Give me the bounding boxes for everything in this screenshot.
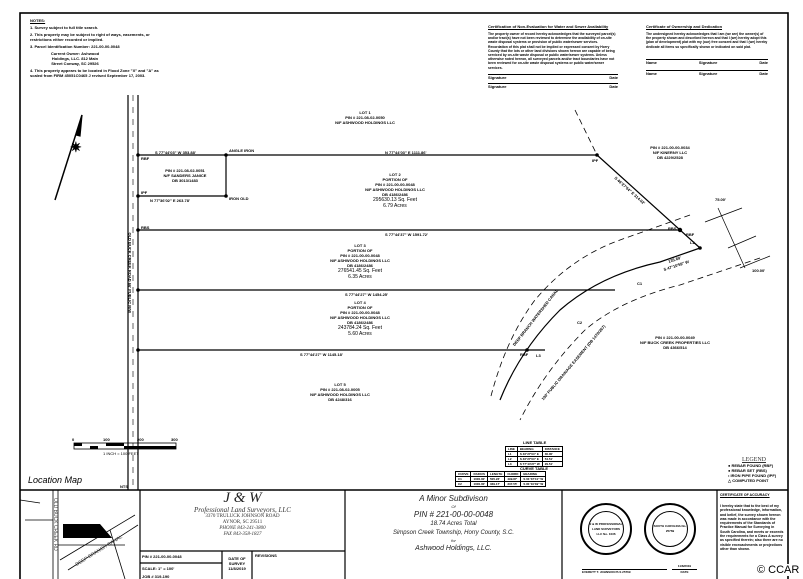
cert-ownership: Certificate of Ownership and Dedication … xyxy=(646,24,768,76)
bearing-label: N 77°44'03" E 1111.86' xyxy=(385,150,427,155)
bearing-label: S 77°44'27" W 1454.25' xyxy=(345,292,388,297)
marker-label: RBS xyxy=(668,226,677,231)
scale-tick: 200 xyxy=(137,437,144,442)
cert-ownership-body: The undersigned hereby acknowledges that… xyxy=(646,32,768,49)
firm-block: J & W Professional Land Surveyors, LLC 3… xyxy=(140,491,345,538)
bearing-label: S 77°44'37" W 1591.72' xyxy=(385,232,428,237)
title-block: A Minor Subdivison Of PIN # 221-00-00-00… xyxy=(345,494,562,553)
title-acres: 18.74 Acres Total xyxy=(430,521,477,527)
title-line-2: Of xyxy=(451,504,456,509)
marker-label: IPF xyxy=(141,190,148,195)
date-label: Date xyxy=(759,70,768,76)
info-scale: SCALE: 1" = 100' xyxy=(142,566,175,571)
signature-label: Signature xyxy=(488,83,507,89)
north-star-icon: ✷ xyxy=(70,139,82,155)
info-pin: PIN # 221-00-00-0048 xyxy=(142,554,182,559)
firm-city: AYNOR, SC 29511 xyxy=(222,520,263,525)
date-label: Date xyxy=(759,59,768,65)
note-owner: Current Owner: Ashwood Holdings, LLC. 81… xyxy=(50,51,100,66)
bearing-label: S 77°44'03" W 353.88' xyxy=(155,150,196,155)
info-job: JOB # 319-190 xyxy=(142,574,170,579)
firm-address: 3370 TRULUCK JOHNSON ROAD xyxy=(205,514,280,519)
signature-label: Signature xyxy=(698,59,718,65)
cert-sewer: Certification of Non-Evaluation for Wate… xyxy=(488,24,618,89)
bearing-label: N 77°36'02" E 263.78' xyxy=(150,198,190,203)
firm-subtitle: Professional Land Surveyors, LLC xyxy=(194,506,291,514)
surveyor-seal: SOUTH CAROLINA No. 25769 xyxy=(644,503,696,555)
computed-point-icon: △ xyxy=(728,478,732,483)
date-label: Date xyxy=(609,74,618,80)
scale-tick: 0 xyxy=(72,437,75,442)
firm-name: J & W xyxy=(223,490,262,506)
scale-tick: 300 xyxy=(171,437,178,442)
title-for: for xyxy=(451,538,456,543)
accuracy-body: I hereby state that to the best of my pr… xyxy=(720,504,784,551)
scale-caption: 1 INCH = 100 FEET xyxy=(103,451,139,456)
cert-sewer-title: Certification of Non-Evaluation for Wate… xyxy=(488,24,609,29)
firm-seal: J & W PROFESSIONAL LAND SURVEYORS LLC No… xyxy=(580,503,632,555)
firm-fax: FAX 843-358-1827 xyxy=(223,532,262,537)
dimension-label: 100.00' xyxy=(752,268,766,273)
certificate-of-accuracy: CERTIFICATE OF ACCURACY I hereby state t… xyxy=(720,493,784,551)
note-2: 2. This property may be subject to right… xyxy=(30,32,150,42)
scale-tick: 100 xyxy=(103,437,110,442)
curve-table-title: CURVE TABLE xyxy=(520,466,549,471)
subject-parcel xyxy=(63,525,112,538)
legend: LEGEND ● REBAR FOUND (RBF) ● REBAR SET (… xyxy=(728,457,788,483)
cert-sewer-body: The property owner of record hereby ackn… xyxy=(488,32,616,70)
marker-label: RBF xyxy=(520,352,529,357)
marker-label: RBS xyxy=(141,225,150,230)
date-label: Date xyxy=(609,83,618,89)
marker-label: RBF xyxy=(141,156,150,161)
cert-ownership-title: Certificate of Ownership and Dedication xyxy=(646,24,723,29)
title-owner: Ashwood Holdings, LLC. xyxy=(415,545,492,552)
marker-label: C1 xyxy=(637,281,643,286)
marker-label: RBF xyxy=(686,232,695,237)
bearing-label: S 77°44'27" W 1145.18' xyxy=(300,352,343,357)
accuracy-title: CERTIFICATE OF ACCURACY xyxy=(720,493,770,497)
title-township: Simpson Creek Township, Horry County, S.… xyxy=(392,530,515,536)
legend-title: LEGEND xyxy=(742,457,766,463)
location-map-road: OLD BUCK CREEK RD xyxy=(52,498,58,551)
marker-label: IPF xyxy=(592,158,599,163)
title-line-1: A Minor Subdivison xyxy=(419,494,488,503)
road-label: OLD BUCK CREEK ROAD 66' PUBLIC R/W xyxy=(127,232,133,314)
title-pin: PIN # 221-00-00-0048 xyxy=(413,510,494,519)
ccar-watermark: © CCAR xyxy=(755,564,802,576)
nts-label: NTS xyxy=(120,484,128,489)
revisions-label: REVISIONS xyxy=(255,553,277,558)
line-table-title: LINE TABLE xyxy=(523,440,547,445)
note-3: 3. Parcel Identification Number: 221-00-… xyxy=(30,44,120,49)
dimension-label: 75.00' xyxy=(715,197,726,202)
note-4: 4. This property appears to be located i… xyxy=(30,68,159,78)
notes: NOTES: 1. Survey subject to full title s… xyxy=(30,18,170,78)
marker-label: L3 xyxy=(536,353,541,358)
surveyor-signature: EVERETT T. JOHNSON PLS 25769 xyxy=(582,569,667,575)
name-label: Name xyxy=(646,59,657,65)
signature-label: Signature xyxy=(698,70,718,76)
notes-title: NOTES: xyxy=(30,18,46,23)
note-1: 1. Survey subject to full title search. xyxy=(30,25,99,30)
location-map-lines xyxy=(19,490,139,579)
marker-label: C2 xyxy=(577,320,583,325)
signature-label: Signature xyxy=(488,74,507,80)
marker-label: IRON OLD xyxy=(229,196,249,201)
marker-label: ANGLE IRON xyxy=(229,148,255,153)
location-map-title: Location Map xyxy=(28,475,83,485)
marker-label: L2 xyxy=(690,240,695,245)
firm-phone: PHONE 843-241-3800 xyxy=(219,526,266,531)
name-label: Name xyxy=(646,70,657,76)
